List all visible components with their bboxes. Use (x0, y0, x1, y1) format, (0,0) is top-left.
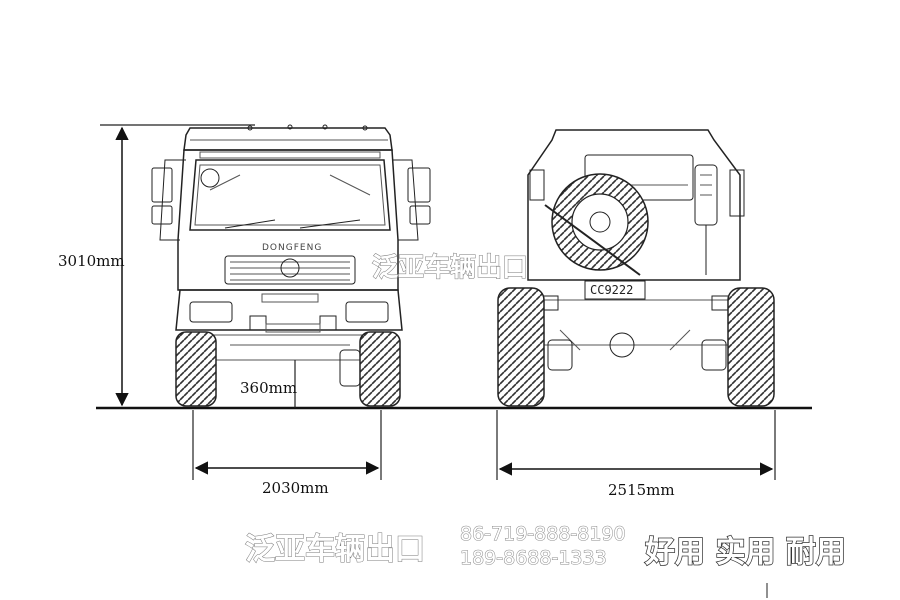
height-label: 3010mm (58, 252, 125, 270)
phone-number-2: 189-8688-1333 (460, 547, 607, 569)
front-right-wheel (359, 331, 401, 407)
rear-right-wheel (727, 287, 775, 407)
bottom-watermark-text: 泛亚车辆出口 (245, 532, 425, 567)
rear-left-wheel (497, 287, 545, 407)
phone-number-1: 86-719-888-8190 (460, 523, 626, 545)
license-plate-text: CC9222 (590, 283, 633, 297)
front-left-wheel (175, 331, 217, 407)
overall-width-label: 2515mm (608, 481, 675, 499)
license-plate (584, 280, 646, 300)
truck-rear-view: CC9222 (497, 129, 775, 407)
truck-front-view: DONGFENG (151, 124, 431, 408)
ground-clearance-label: 360mm (240, 379, 297, 397)
dimension-ground-clearance: 360mm (240, 379, 297, 397)
center-watermark-text: 泛亚车辆出口 (372, 252, 528, 283)
dimension-overall-width: 2515mm (496, 410, 776, 499)
dimension-front-track: 2030mm (192, 410, 382, 497)
front-track-label: 2030mm (262, 479, 329, 497)
dimension-height: 3010mm (58, 124, 255, 407)
grille-brand-text: DONGFENG (262, 243, 322, 253)
slogan-text: 好用 实用 耐用 (644, 535, 846, 570)
